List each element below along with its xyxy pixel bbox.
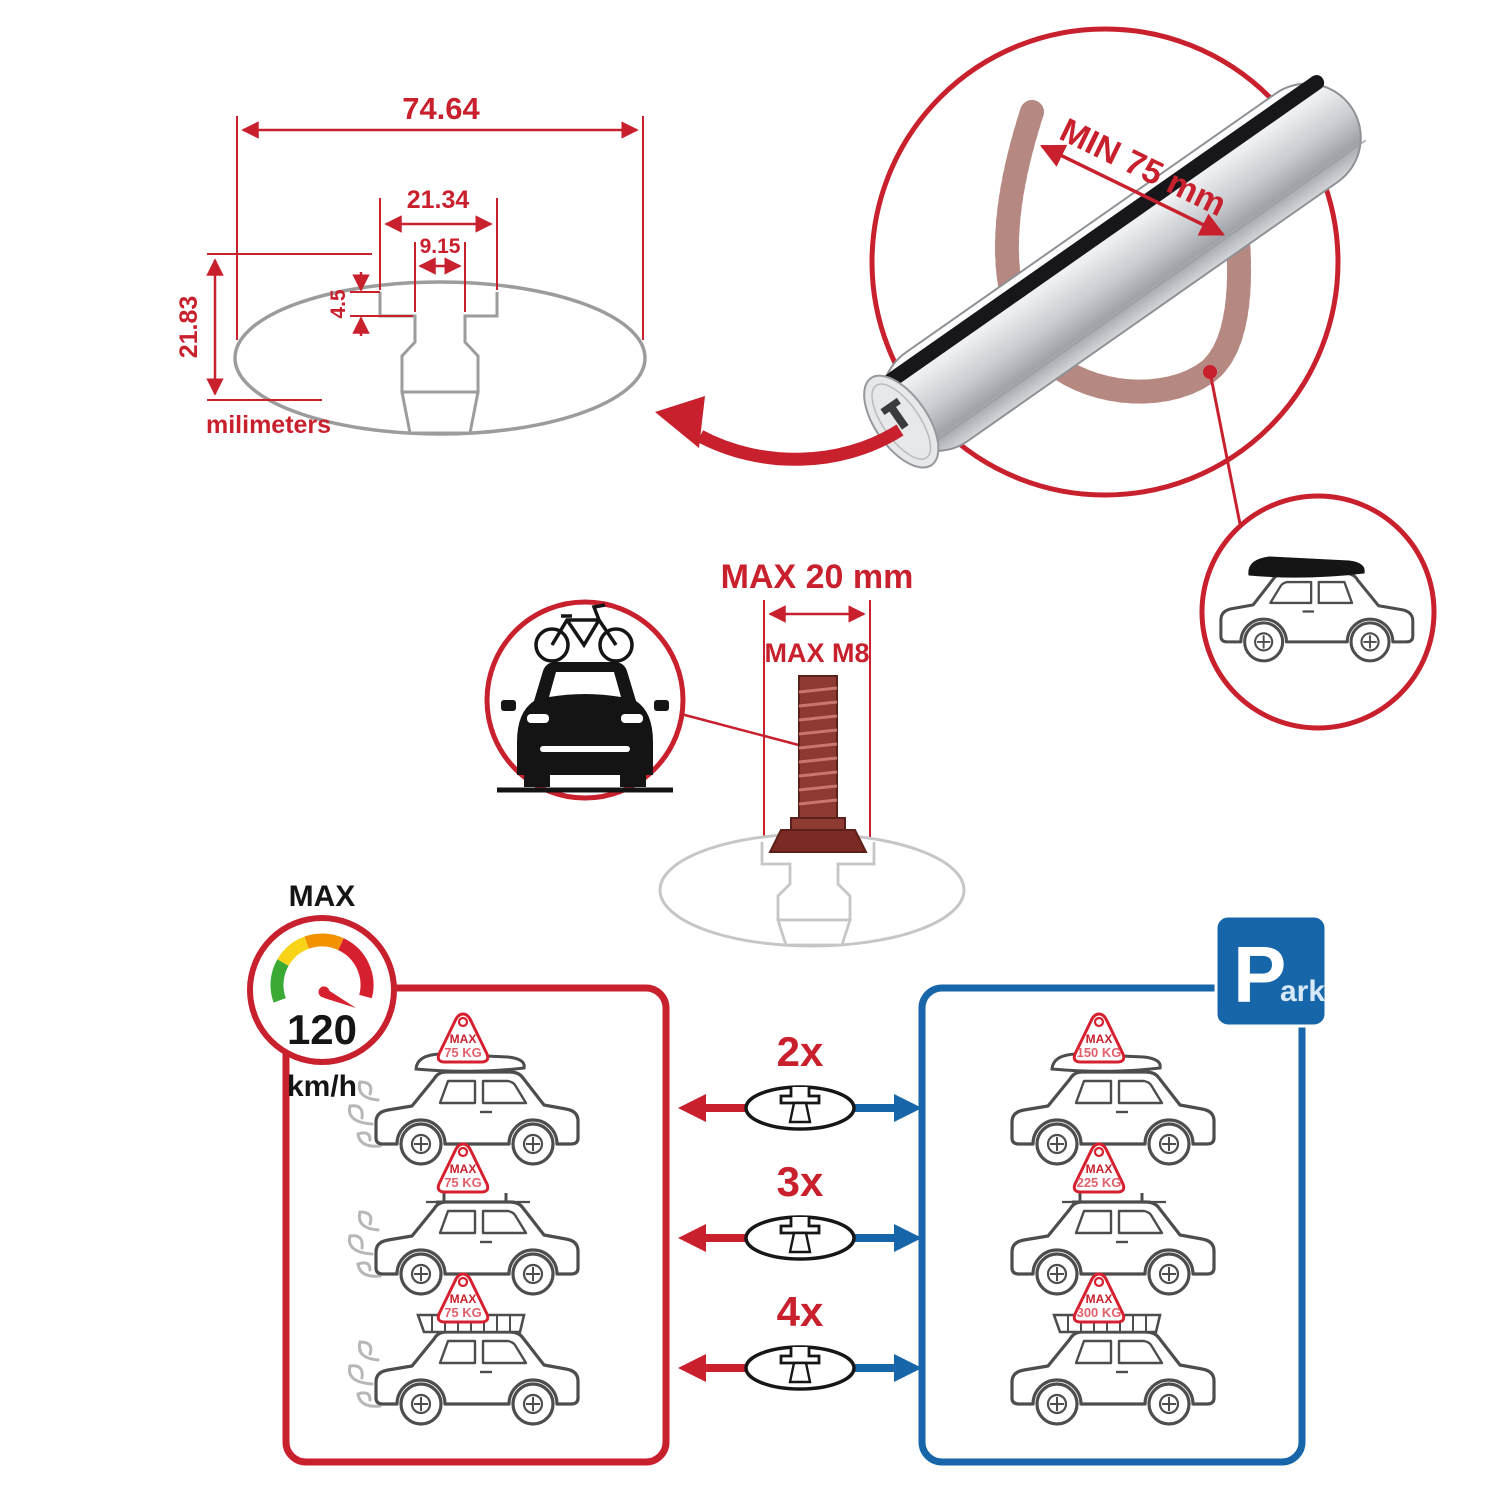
svg-text:MAX: MAX <box>450 1292 477 1306</box>
speed-units: km/h <box>287 1070 357 1103</box>
speed-max-label: MAX <box>289 880 356 913</box>
bar-count-label: 3x <box>777 1158 824 1205</box>
tbolt-section: MAX 20 mm MAX M8 <box>484 558 966 948</box>
aluminum-crossbar-render <box>863 74 1367 469</box>
bolt-max-width-label: MAX 20 mm <box>721 558 914 596</box>
parked-box <box>918 984 1306 1466</box>
roof-load-flag: MAX 75 KG <box>436 1012 490 1064</box>
driving-box <box>282 984 670 1466</box>
bar-count-row-2: 3x <box>678 1158 922 1261</box>
load-comparison-section: P ark 2x 3x 4x <box>247 880 1328 1466</box>
arrow-to-profile-diagram <box>655 396 904 466</box>
car-front-icon <box>497 662 673 793</box>
bar-count-row-1: 2x <box>678 1028 922 1131</box>
dim-channel-outer: 21.34 <box>379 186 498 290</box>
svg-text:MAX: MAX <box>1086 1292 1113 1306</box>
crossbar-detail-section: MIN 75 mm <box>655 26 1437 731</box>
park-sign-rest: ark <box>1280 975 1325 1008</box>
svg-text:75 KG: 75 KG <box>444 1045 482 1060</box>
profile-ghost <box>658 832 966 948</box>
bar-count-label: 2x <box>777 1028 824 1075</box>
dim-overall-height-value: 21.83 <box>175 296 203 359</box>
driving-car-3: MAX 75 KG <box>347 1272 580 1426</box>
car-front-bike-circle <box>484 599 686 801</box>
svg-text:300 KG: 300 KG <box>1077 1305 1122 1320</box>
bar-count-row-3: 4x <box>678 1288 922 1391</box>
dim-channel-inner-value: 9.15 <box>420 235 461 258</box>
speed-limit-gauge: MAX 120 km/h <box>247 880 397 1103</box>
park-sign-letter: P <box>1233 930 1286 1019</box>
park-sign: P ark <box>1214 914 1328 1028</box>
svg-text:75 KG: 75 KG <box>444 1175 482 1190</box>
svg-text:75 KG: 75 KG <box>444 1305 482 1320</box>
svg-text:150 KG: 150 KG <box>1077 1045 1122 1060</box>
dim-lip-depth-value: 4.5 <box>327 289 350 319</box>
dim-overall-height: 21.83 <box>175 253 372 401</box>
svg-text:MAX: MAX <box>1086 1032 1113 1046</box>
clamp-strap <box>995 100 1252 404</box>
bar-count-label: 4x <box>777 1288 824 1335</box>
profile-dimension-diagram: 74.64 21.34 9.15 4.5 21.83 milimeter <box>175 91 647 439</box>
dim-overall-width-value: 74.64 <box>402 91 480 126</box>
bicycle-icon <box>534 603 634 663</box>
vehicle-roofbox-circle <box>1199 493 1437 731</box>
driving-car-2: MAX 75 KG <box>347 1142 580 1296</box>
roof-load-flag: MAX 300 KG <box>1072 1272 1126 1324</box>
dim-overall-width: 74.64 <box>236 91 644 340</box>
tbolt-illustration <box>768 675 868 853</box>
gauge-needle <box>322 986 356 1008</box>
leader-to-vehicle-circle <box>1208 371 1242 525</box>
roof-load-flag: MAX 75 KG <box>436 1142 490 1194</box>
parked-car-1: MAX 150 KG <box>1010 1012 1216 1166</box>
speed-value: 120 <box>287 1006 357 1053</box>
leader-to-bolt <box>680 712 811 750</box>
roof-cargo-box <box>1248 556 1365 578</box>
driving-car-1: MAX 75 KG <box>347 1012 580 1166</box>
parked-car-3: MAX 300 KG <box>1010 1272 1216 1426</box>
roof-load-flag: MAX 75 KG <box>436 1272 490 1324</box>
bolt-thread-label: MAX M8 <box>764 638 869 668</box>
roof-load-flag: MAX 225 KG <box>1072 1142 1126 1194</box>
dim-lip-depth: 4.5 <box>327 272 413 336</box>
svg-text:MAX: MAX <box>450 1162 477 1176</box>
units-label: milimeters <box>206 411 331 439</box>
dim-channel-outer-value: 21.34 <box>407 186 470 214</box>
gauge-arc <box>270 933 374 1003</box>
svg-text:MAX: MAX <box>1086 1162 1113 1176</box>
parked-car-2: MAX 225 KG <box>1010 1142 1216 1296</box>
roof-load-flag: MAX 150 KG <box>1072 1012 1126 1064</box>
dim-bolt-width: MAX 20 mm MAX M8 <box>721 558 914 846</box>
profile-stem <box>400 390 480 435</box>
magnifier-circle <box>869 26 1341 498</box>
dim-channel-inner: 9.15 <box>414 235 466 312</box>
svg-text:MAX: MAX <box>450 1032 477 1046</box>
svg-text:225 KG: 225 KG <box>1077 1175 1122 1190</box>
